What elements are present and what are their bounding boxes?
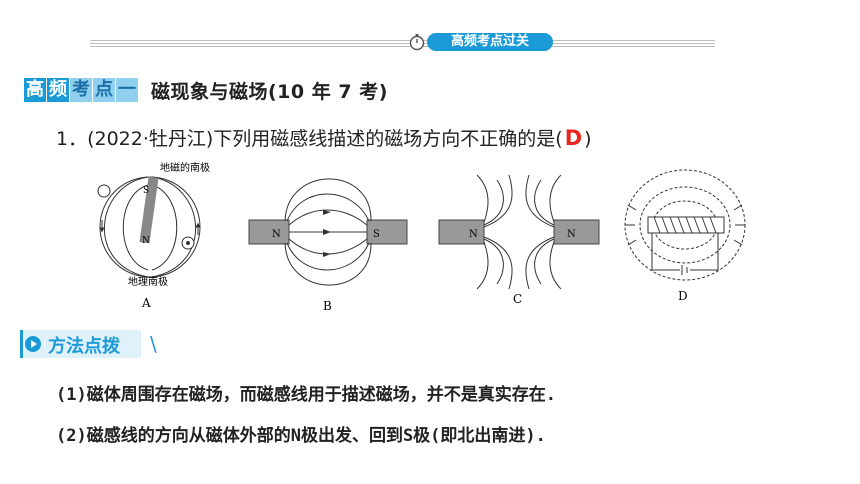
figure-d: D: [624, 169, 746, 303]
fig-b-pole-left: N: [272, 229, 281, 240]
keypoint-tag-1: 高: [24, 78, 46, 102]
section-banner: 高频考点过关: [90, 33, 715, 51]
fig-c-pole-left: N: [469, 229, 478, 240]
banner-stripes: [90, 39, 715, 47]
figure-a: S N 地磁的南极 地理南极 A: [97, 161, 210, 310]
fig-a-pole-s: S: [143, 186, 149, 196]
figure-b: N S B: [248, 178, 408, 313]
bar-magnet: [139, 176, 159, 244]
figure-c: N N C: [438, 174, 600, 306]
fig-b-caption: B: [323, 299, 332, 313]
question-stem: 1．(2022·牡丹江)下列用磁感线描述的磁场方向不正确的是(D): [56, 124, 592, 151]
method-label: 方法点拨: [48, 336, 120, 357]
fig-c-pole-right: N: [567, 229, 576, 240]
question-text: 1．(2022·牡丹江)下列用磁感线描述的磁场方向不正确的是(: [56, 128, 563, 150]
stopwatch-icon: [409, 34, 425, 51]
fig-a-label-bottom: 地理南极: [128, 275, 168, 288]
play-icon: [25, 336, 41, 352]
keypoint-heading: 高 频 考 点 一 磁现象与磁场(10 年 7 考): [24, 77, 388, 103]
fig-d-caption: D: [678, 289, 688, 303]
answer-letter: D: [564, 126, 583, 150]
tip-1: (1)磁体周围存在磁场，而磁感线用于描述磁场，并不是真实存在.: [56, 385, 556, 405]
fig-a-caption: A: [141, 296, 151, 310]
keypoint-tag-3: 考: [70, 78, 92, 102]
method-slash: \: [150, 332, 157, 356]
keypoint-title: 磁现象与磁场(10 年 7 考): [151, 80, 388, 103]
fig-b-pole-right: S: [373, 229, 380, 240]
question-close: ): [584, 128, 592, 150]
banner-title: 高频考点过关: [427, 33, 553, 51]
keypoint-tag-5: 一: [116, 78, 138, 102]
fig-a-pole-n: N: [142, 236, 150, 246]
method-tag: 方法点拨 \: [20, 330, 157, 360]
keypoint-tag-4: 点: [93, 78, 115, 102]
tip-2: (2)磁感线的方向从磁体外部的N极出发、回到S极(即北出南进).: [56, 426, 546, 446]
fig-c-caption: C: [513, 292, 522, 306]
fig-a-label-top: 地磁的南极: [160, 161, 210, 174]
keypoint-tag-2: 频: [47, 78, 69, 102]
